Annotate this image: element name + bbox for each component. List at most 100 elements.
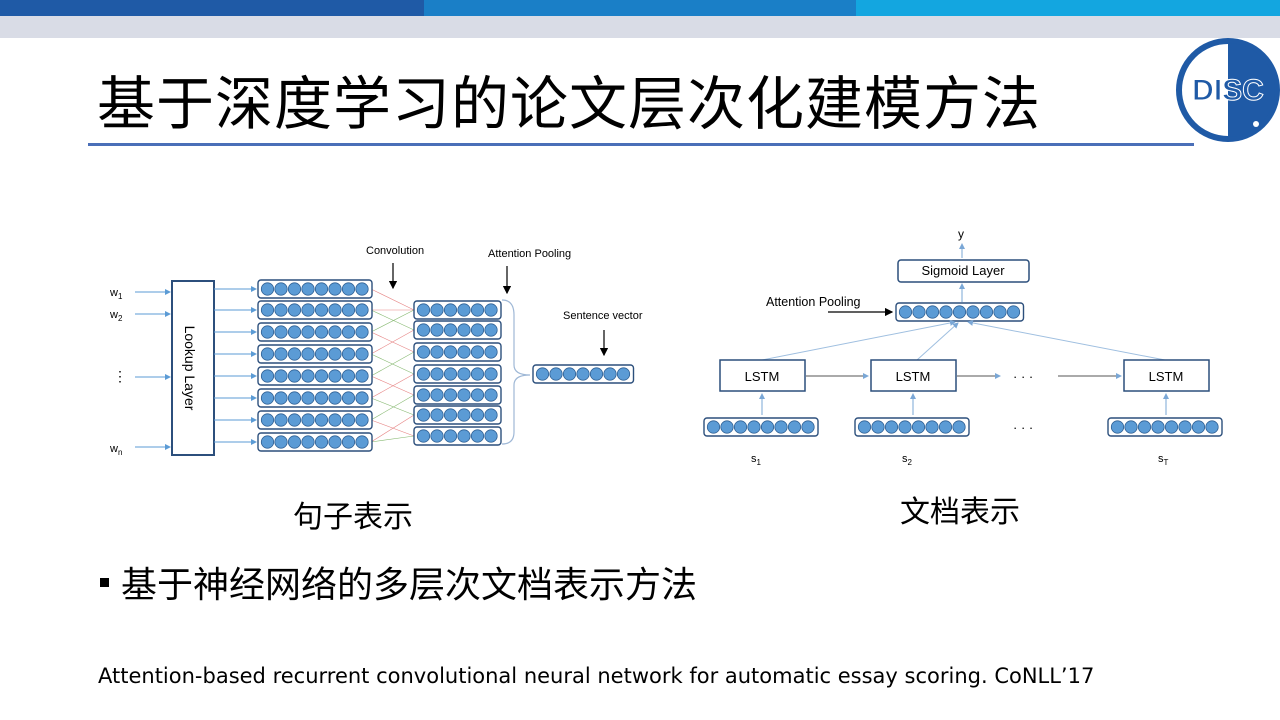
convolution-label: Convolution bbox=[366, 245, 424, 257]
vector-node bbox=[301, 282, 315, 296]
vector-node bbox=[1110, 420, 1125, 434]
embedding-row bbox=[257, 410, 373, 430]
document-vector-row bbox=[895, 302, 1025, 322]
vector-node bbox=[484, 408, 498, 422]
vector-node bbox=[457, 367, 471, 381]
vector-node bbox=[341, 435, 356, 449]
vector-node bbox=[301, 303, 315, 317]
vector-node bbox=[355, 347, 369, 361]
sentence-vector-row bbox=[703, 417, 819, 437]
vector-node bbox=[912, 305, 926, 319]
lstm-label-t: LSTM bbox=[1149, 369, 1184, 384]
vector-node bbox=[774, 420, 788, 434]
lstm-box-1 bbox=[719, 359, 806, 392]
vector-node bbox=[589, 367, 604, 381]
vector-node bbox=[301, 369, 315, 383]
vector-node bbox=[314, 435, 329, 449]
vector-node bbox=[355, 369, 369, 383]
vector-node bbox=[898, 420, 912, 434]
vector-node bbox=[341, 391, 356, 405]
vector-node bbox=[328, 391, 342, 405]
sigmoid-layer-label: Sigmoid Layer bbox=[921, 263, 1005, 278]
vector-node bbox=[328, 325, 342, 339]
vector-node bbox=[260, 347, 275, 361]
sentence-label-st: sT bbox=[1158, 453, 1169, 467]
embedding-rows bbox=[257, 279, 373, 452]
vector-node bbox=[416, 345, 431, 359]
vector-node bbox=[603, 367, 617, 381]
vector-node bbox=[260, 369, 275, 383]
vector-node bbox=[355, 435, 369, 449]
lookup-layer-label: Lookup Layer bbox=[182, 326, 198, 411]
convolution-row bbox=[413, 342, 502, 362]
vector-node bbox=[966, 305, 980, 319]
vector-node bbox=[287, 391, 302, 405]
lstm-dots: · · · bbox=[1013, 369, 1033, 384]
output-y-label: y bbox=[958, 227, 964, 241]
vector-node bbox=[1164, 420, 1179, 434]
vector-node bbox=[355, 391, 369, 405]
vector-node bbox=[576, 367, 590, 381]
sentence-vector-label: Sentence vector bbox=[563, 310, 643, 322]
vector-node bbox=[274, 369, 288, 383]
sentence-dots: · · · bbox=[1013, 420, 1033, 435]
vector-node bbox=[1151, 420, 1165, 434]
header-bar-light bbox=[856, 0, 1280, 16]
header-grey-strip bbox=[0, 16, 1280, 38]
vector-node bbox=[274, 303, 288, 317]
vector-node bbox=[341, 347, 356, 361]
vector-node bbox=[416, 388, 431, 402]
vector-node bbox=[457, 345, 471, 359]
vector-node bbox=[733, 420, 748, 434]
vector-node bbox=[1006, 305, 1021, 319]
vector-node bbox=[484, 367, 498, 381]
document-vector bbox=[895, 302, 1025, 322]
reference-citation: Attention-based recurrent convolutional … bbox=[98, 664, 1095, 688]
sentence-vector-row bbox=[854, 417, 970, 437]
vector-node bbox=[287, 369, 302, 383]
vector-node bbox=[274, 325, 288, 339]
vector-node bbox=[430, 429, 444, 443]
lstm-label-2: LSTM bbox=[896, 369, 931, 384]
embedding-row bbox=[257, 432, 373, 452]
vector-node bbox=[787, 420, 802, 434]
vector-node bbox=[898, 305, 913, 319]
vector-node bbox=[301, 435, 315, 449]
vector-node bbox=[287, 435, 302, 449]
vector-node bbox=[952, 305, 967, 319]
vector-node bbox=[416, 323, 431, 337]
vector-node bbox=[260, 413, 275, 427]
attention-pooling-label-left: Attention Pooling bbox=[488, 248, 571, 260]
vector-node bbox=[484, 303, 498, 317]
vector-node bbox=[314, 347, 329, 361]
vector-node bbox=[287, 325, 302, 339]
vector-node bbox=[1205, 420, 1219, 434]
vector-node bbox=[457, 429, 471, 443]
vector-node bbox=[925, 420, 939, 434]
vector-node bbox=[328, 347, 342, 361]
embedding-row bbox=[257, 388, 373, 408]
convolution-row bbox=[413, 385, 502, 405]
vector-node bbox=[301, 347, 315, 361]
vector-node bbox=[287, 282, 302, 296]
vector-node bbox=[274, 435, 288, 449]
sentence-representation-diagram: w1 w2 ⋮ wn Lookup Layer bbox=[109, 245, 643, 457]
header-bar-mid bbox=[424, 0, 856, 16]
convolution-row bbox=[413, 405, 502, 425]
vector-node bbox=[1191, 420, 1206, 434]
vector-node bbox=[993, 305, 1007, 319]
vector-node bbox=[314, 391, 329, 405]
vector-node bbox=[911, 420, 926, 434]
embedding-row bbox=[257, 279, 373, 299]
vector-node bbox=[857, 420, 872, 434]
vector-node bbox=[301, 413, 315, 427]
vector-node bbox=[274, 391, 288, 405]
vector-node bbox=[287, 413, 302, 427]
sentence-vector-s2 bbox=[854, 417, 970, 437]
vector-node bbox=[274, 282, 288, 296]
vector-node bbox=[314, 303, 329, 317]
vector-node bbox=[430, 303, 444, 317]
disc-logo: DISC bbox=[1176, 38, 1280, 142]
vector-node bbox=[938, 420, 953, 434]
vector-node bbox=[430, 388, 444, 402]
